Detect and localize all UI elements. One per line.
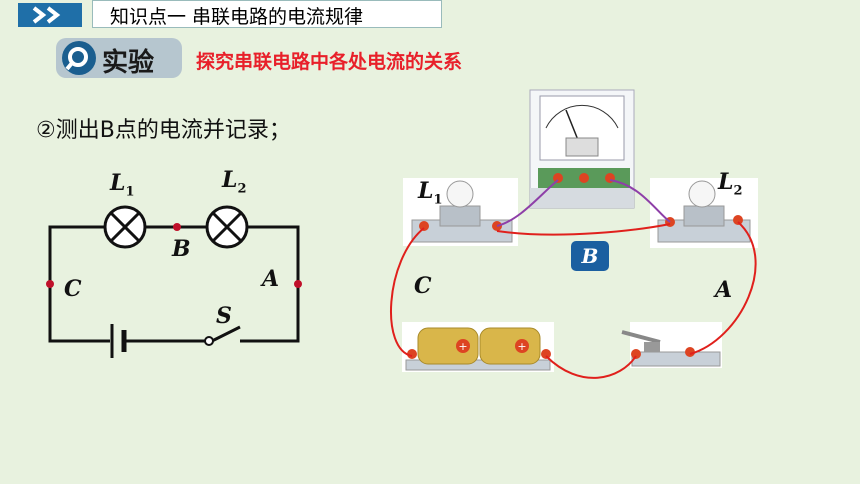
- apparatus-label-l1: L1: [418, 178, 443, 208]
- schematic-label-s: S: [216, 303, 232, 329]
- schematic-label-l1: L1: [110, 170, 135, 200]
- lamp-l2-symbol: [205, 205, 249, 249]
- magnifier-icon: [62, 41, 96, 75]
- instruction-text: ②测出B点的电流并记录；: [36, 118, 291, 143]
- battery-apparatus: + +: [402, 322, 554, 372]
- apparatus-label-b: B: [571, 241, 609, 271]
- svg-text:+: +: [517, 340, 526, 353]
- schematic-label-a: A: [262, 266, 280, 292]
- lamp-l1-symbol: [103, 205, 147, 249]
- apparatus-label-c: C: [414, 273, 432, 299]
- schematic-label-l2: L2: [222, 167, 247, 197]
- ammeter: [529, 89, 635, 209]
- title-box: [92, 0, 442, 28]
- svg-text:+: +: [458, 340, 467, 353]
- apparatus-label-a: A: [715, 277, 733, 303]
- page-title: 知识点一 串联电路的电流规律: [110, 6, 364, 28]
- lamp-l2-apparatus: [650, 178, 758, 248]
- switch-apparatus: [621, 322, 722, 368]
- chevron-double-icon: [18, 3, 82, 27]
- point-b-dot: [173, 223, 181, 231]
- switch-pivot: [204, 336, 214, 346]
- experiment-subtitle: 探究串联电路中各处电流的关系: [196, 51, 463, 73]
- experiment-label: 实验: [102, 48, 155, 78]
- point-a-dot: [294, 280, 302, 288]
- schematic-label-c: C: [64, 276, 82, 302]
- apparatus-label-l2: L2: [718, 169, 743, 199]
- lamp-l1-apparatus: [403, 178, 518, 246]
- schematic-label-b: B: [172, 236, 191, 262]
- point-c-dot: [46, 280, 54, 288]
